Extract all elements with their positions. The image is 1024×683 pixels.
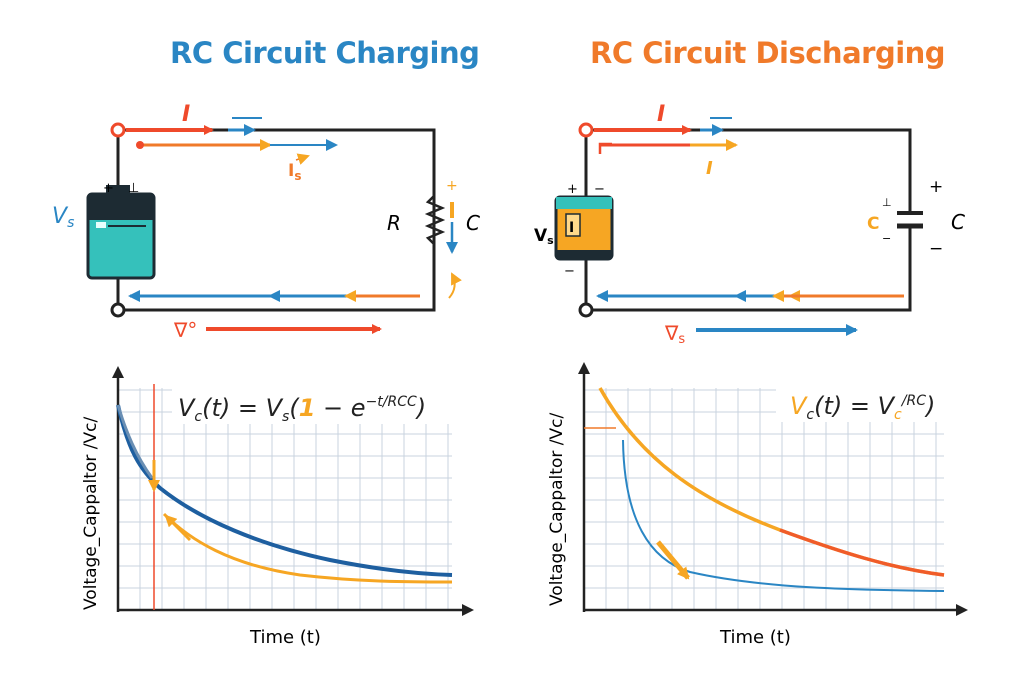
discharging-graph: Voltage_Cappaltor /Vc/ Time (t) Vc(t) = …: [547, 362, 968, 648]
charging-bottom-symbol: ∇°: [173, 318, 197, 342]
discharging-cap-left-label: C: [867, 214, 879, 234]
discharging-battery-inner: I: [569, 220, 574, 236]
charging-capacitor-label: C: [466, 211, 480, 235]
discharging-circuit: I + − − Vs + − C C ⊥ − I I ∇s: [534, 102, 965, 347]
charging-source-label: Vs: [52, 204, 74, 231]
charging-formula: Vc(t) = Vs(1 − e−t/RCC): [178, 394, 426, 425]
resistor-symbol: [424, 195, 446, 245]
charging-y-label: Voltage_Cappaltor /Vc/: [81, 417, 101, 610]
discharging-cap-minus: −: [929, 239, 943, 259]
charging-curve-arrow: [164, 514, 192, 542]
charging-graph: Voltage_Cappaltor /Vc/ Time (t) Vc(t) = …: [81, 366, 474, 648]
discharging-x-label: Time (t): [719, 627, 791, 648]
charging-curl-arrow: [448, 272, 462, 299]
discharging-yellow-label: I: [706, 158, 713, 179]
discharging-y-label: Voltage_Cappaltor /Vc/: [547, 413, 567, 606]
discharging-cap-left-bottom: −: [882, 232, 891, 245]
discharging-formula-bg: [776, 382, 950, 422]
discharging-source-label: Vs: [534, 226, 554, 247]
charging-battery: [86, 185, 156, 280]
discharging-wire-loop: [584, 128, 912, 312]
discharging-cap-plus: +: [929, 177, 943, 197]
charging-battery-minus: ⊥: [128, 181, 139, 196]
charging-bottom-terminal: [110, 302, 126, 318]
charging-x-label: Time (t): [249, 627, 321, 648]
discharging-top-terminal: [578, 122, 594, 138]
charging-current-curve: [162, 512, 453, 584]
charging-battery-plus: +: [103, 181, 114, 196]
charging-top-terminal: [110, 122, 126, 138]
discharging-current-label: I: [657, 102, 665, 127]
charging-orange-arrow-tail: [136, 141, 144, 149]
discharging-battery-minus: −: [594, 182, 605, 197]
charging-formula-bg: [172, 384, 456, 424]
discharging-battery: [554, 195, 614, 261]
discharging-bottom-terminal: [578, 302, 594, 318]
discharging-bottom-symbol: ∇s: [664, 321, 685, 347]
charging-is-label: Is: [288, 161, 301, 183]
charging-voltage-curve: [116, 404, 453, 577]
discharging-battery-plus: +: [567, 182, 578, 197]
discharging-battery-bottom-minus: −: [564, 264, 575, 279]
charging-circuit: + ⊥ Vs R C + I Is ∇°: [52, 102, 480, 342]
discharging-current-curve: [622, 439, 945, 592]
discharging-cap-left-top: ⊥: [882, 196, 892, 209]
discharging-capacitor-label: C: [951, 210, 965, 234]
discharging-formula: Vc(t) = Vc/RC): [790, 392, 935, 423]
discharging-curve-arrow: [656, 540, 690, 580]
charging-title: RC Circuit Charging: [170, 36, 480, 70]
charging-current-label: I: [182, 102, 190, 127]
charging-cap-plus: +: [446, 178, 458, 194]
resistor-label: R: [387, 211, 401, 235]
discharging-title: RC Circuit Discharging: [590, 36, 946, 70]
